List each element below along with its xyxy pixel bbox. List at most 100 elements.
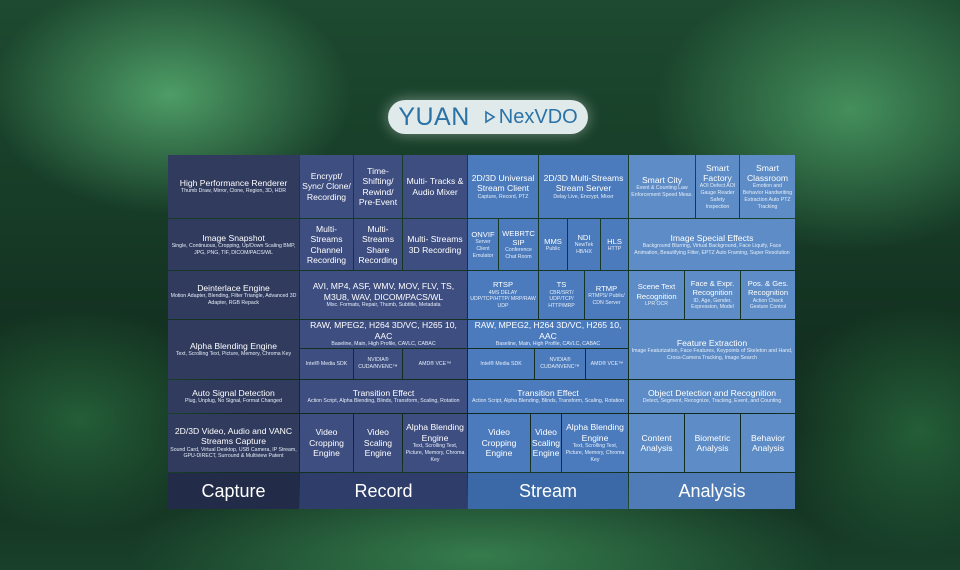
cell-title: Multi- Tracks & Audio Mixer	[406, 176, 464, 197]
cell-sub: Motion Adapter, Blending, Filter Triangl…	[170, 293, 297, 307]
cell-sub: Delay Live, Encrypt, Mixer	[553, 193, 614, 200]
cell-sub: AMD® VCE™	[418, 360, 452, 367]
product-name-group: NexVDO	[484, 106, 578, 129]
stream-rtmp: RTMP RTMPS/ Public/ CDN Server	[585, 271, 628, 319]
cell-title: Video Cropping Engine	[309, 427, 344, 459]
cell-title: Video Scaling Engine	[363, 427, 393, 459]
cell-title: RTMP	[595, 283, 618, 293]
cell-sub: Text, Scrolling Text, Picture, Memory, C…	[405, 443, 465, 463]
cell-title: Video Scaling Engine	[531, 427, 561, 459]
cell-sub: Capture, Record, PTZ	[477, 193, 529, 200]
stream-rtsp: RTSP 4MS DELAY UDP/TCP/HTTP/ MRP/RAW UDP	[468, 271, 538, 319]
yuan-nexvdo-logo: YUAN NexVDO	[388, 100, 588, 134]
brand-name: YUAN	[398, 102, 470, 131]
record-multi-tracks: Multi- Tracks & Audio Mixer	[403, 155, 467, 218]
stream-codecs: RAW, MPEG2, H264 3D/VC, H265 10, AAC Bas…	[468, 320, 628, 348]
cell-title: Alpha Blending Engine	[406, 422, 464, 443]
stream-video-scaling: Video Scaling Engine	[531, 414, 561, 472]
analysis-smart-city: Smart City Event & Counting Law Enforcem…	[629, 155, 695, 218]
cell-title: Smart Classroom	[746, 162, 789, 183]
cell-sub: Public	[545, 245, 561, 252]
cell-title: NDI	[577, 233, 591, 243]
cell-sub: Image Featurization, Face Features, Keyp…	[631, 347, 793, 361]
analysis-object-detection: Object Detection and Recognition Detect,…	[629, 380, 795, 413]
cell-sub: Misc. Formats, Repair, Thumb, Subtitle, …	[326, 302, 441, 309]
cell-title: Transition Effect	[517, 387, 579, 398]
record-transition-effect: Transition Effect Action Script, Alpha B…	[300, 380, 467, 413]
record-formats: AVI, MP4, ASF, WMV, MOV, FLV, TS, M3U8, …	[300, 271, 467, 319]
record-hw-amd: AMD® VCE™	[403, 349, 467, 379]
cell-title: MMS	[544, 236, 562, 246]
cell-title: TS	[556, 280, 567, 290]
cell-sub: AOI Defect AOI Gauge Reader Safety Inspe…	[699, 183, 736, 210]
cell-sub: Baseline, Main, High Profile, CAVLC, CAB…	[495, 341, 601, 348]
cell-title: Smart City	[641, 174, 683, 185]
cell-title: High Performance Renderer	[179, 177, 288, 188]
cell-sub: Baseline, Main, High Profile, CAVLC, CAB…	[331, 341, 436, 348]
cell-title: Video Cropping Engine	[481, 427, 517, 459]
stream-hw-amd: AMD® VCE™	[586, 349, 628, 379]
capture-alpha-blending-engine: Alpha Blending Engine Text, Scrolling Te…	[168, 320, 299, 379]
cell-title: Encrypt/ Sync/ Clone/ Recording	[302, 170, 351, 202]
cell-title: Auto Signal Detection	[192, 387, 275, 398]
analysis-pos-ges-recognition: Pos. & Ges. Recognition Action Check Ges…	[741, 271, 795, 319]
record-hw-intel: Intel® Media SDK	[300, 349, 353, 379]
record-time-shifting: Time- Shifting/ Rewind/ Pre-Event	[354, 155, 402, 218]
cell-sub: LPR OCR	[644, 300, 669, 307]
cell-title: 2D/3D Video, Audio and VANC Streams Capt…	[174, 425, 293, 447]
record-3d-recording: Multi- Streams 3D Recording	[403, 219, 467, 270]
analysis-image-special-effects: Image Special Effects Background Blurrin…	[629, 219, 795, 270]
footer-label: Stream	[518, 480, 578, 501]
cell-sub: Thumb Draw, Mirror, Clone, Region, 3D, H…	[181, 188, 286, 195]
cell-sub: Single, Continuous, Cropping, Up/Down Sc…	[171, 242, 296, 256]
stream-hw-intel: Intel® Media SDK	[468, 349, 534, 379]
cell-title: HLS	[607, 236, 622, 246]
stream-ndi: NDI NewTek HB/HX	[568, 219, 600, 270]
stream-alpha-blending: Alpha Blending Engine Text, Scrolling Te…	[562, 414, 628, 472]
cell-sub: CBR/SRT/ UDP/TCP/ HTTP/MRP	[548, 289, 575, 310]
analysis-behavior-analysis: Behavior Analysis	[741, 414, 795, 472]
analysis-smart-factory: Smart Factory AOI Defect AOI Gauge Reade…	[696, 155, 739, 218]
record-encrypt-sync: Encrypt/ Sync/ Clone/ Recording	[300, 155, 353, 218]
cell-title: Multi- Streams 3D Recording	[407, 234, 463, 255]
cell-sub: Event & Counting Law Enforcement Speed M…	[631, 184, 693, 198]
cell-sub: NewTek HB/HX	[574, 242, 594, 256]
analysis-feature-extraction: Feature Extraction Image Featurization, …	[629, 320, 795, 379]
cell-title: Image Snapshot	[202, 232, 265, 243]
cell-title: WEBRTC SIP	[502, 228, 535, 247]
stream-onvif: ONVIF Server Client Emulator	[468, 219, 498, 270]
stream-webrtc-sip: WEBRTC SIP Conference Chat Room	[499, 219, 538, 270]
cell-title: AVI, MP4, ASF, WMV, MOV, FLV, TS, M3U8, …	[312, 281, 455, 302]
capture-image-snapshot: Image Snapshot Single, Continuous, Cropp…	[168, 219, 299, 270]
cell-title: Behavior Analysis	[751, 432, 785, 453]
record-hw-nvidia: NVIDIA® CUDA/NVENC™	[354, 349, 402, 379]
cell-sub: Background Blurring, Virtual Background,…	[634, 242, 790, 256]
cell-sub: 4MS DELAY UDP/TCP/HTTP/ MRP/RAW UDP	[470, 289, 536, 310]
cell-sub: HTTP	[607, 245, 622, 252]
analysis-face-expr-recognition: Face & Expr. Recognition ID, Age, Gender…	[685, 271, 740, 319]
cell-title: RAW, MPEG2, H264 3D/VC, H265 10, AAC	[310, 320, 457, 341]
cell-title: 2D/3D Universal Stream Client	[471, 172, 535, 194]
cell-sub: NVIDIA® CUDA/NVENC™	[540, 357, 580, 370]
record-alpha-blending: Alpha Blending Engine Text, Scrolling Te…	[403, 414, 467, 472]
cell-title: Image Special Effects	[670, 232, 754, 243]
cell-title: Object Detection and Recognition	[647, 387, 777, 398]
capture-auto-signal-detection: Auto Signal Detection Plug, Unplug, No S…	[168, 380, 299, 413]
cell-title: Deinterlace Engine	[197, 283, 270, 293]
stream-transition-effect: Transition Effect Action Script, Alpha B…	[468, 380, 628, 413]
cell-title: Transition Effect	[352, 387, 415, 398]
cell-sub: Action Script, Alpha Blending, Blinds, T…	[307, 398, 460, 405]
analysis-footer: Analysis	[629, 473, 795, 509]
stream-multi-streams-server: 2D/3D Multi-Streams Stream Server Delay …	[539, 155, 628, 218]
record-share-recording: Multi- Streams Share Recording	[354, 219, 402, 270]
record-channel-recording: Multi- Streams Channel Recording	[300, 219, 353, 270]
cell-title: RAW, MPEG2, H264 3D/VC, H265 10, AAC	[474, 320, 622, 341]
analysis-smart-classroom: Smart Classroom Emotion and Behavior Han…	[740, 155, 795, 218]
analysis-content-analysis: Content Analysis	[629, 414, 684, 472]
record-codecs: RAW, MPEG2, H264 3D/VC, H265 10, AAC Bas…	[300, 320, 467, 348]
cell-sub: ID, Age, Gender, Expression, Model	[691, 297, 734, 311]
stream-video-cropping: Video Cropping Engine	[468, 414, 530, 472]
play-icon	[484, 110, 496, 124]
cell-sub: Action Check Gesture Control	[749, 297, 787, 311]
cell-title: Multi- Streams Share Recording	[358, 223, 398, 265]
